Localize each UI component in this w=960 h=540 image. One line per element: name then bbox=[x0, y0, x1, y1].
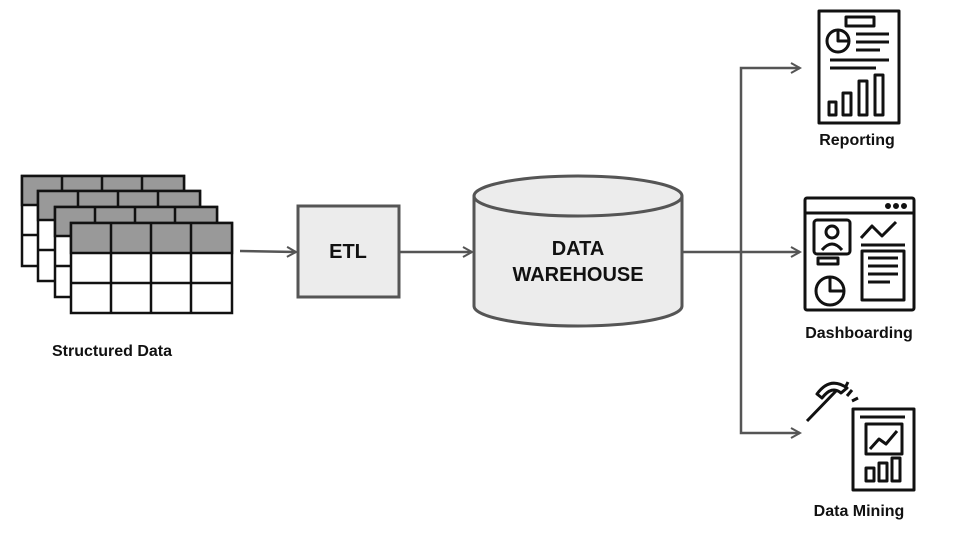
table-sheet-4 bbox=[69, 221, 234, 315]
structured-data-icon bbox=[20, 174, 234, 315]
warehouse-label-line2: WAREHOUSE bbox=[512, 264, 643, 286]
data-warehouse-cylinder bbox=[472, 174, 684, 328]
arrow-data-to-etl bbox=[239, 251, 296, 252]
data-mining-icon bbox=[805, 381, 916, 492]
arrow-to-reporting bbox=[682, 68, 800, 254]
reporting-label: Reporting bbox=[819, 132, 895, 149]
structured-data-label: Structured Data bbox=[52, 343, 172, 360]
dashboard-icon bbox=[803, 196, 916, 312]
arrow-to-data-mining bbox=[739, 252, 800, 433]
warehouse-label-line1: DATA bbox=[552, 238, 605, 260]
etl-label: ETL bbox=[329, 241, 367, 263]
report-icon bbox=[817, 9, 901, 125]
data-mining-label: Data Mining bbox=[814, 503, 905, 520]
dashboarding-label: Dashboarding bbox=[805, 325, 913, 342]
etl-box bbox=[296, 204, 401, 299]
